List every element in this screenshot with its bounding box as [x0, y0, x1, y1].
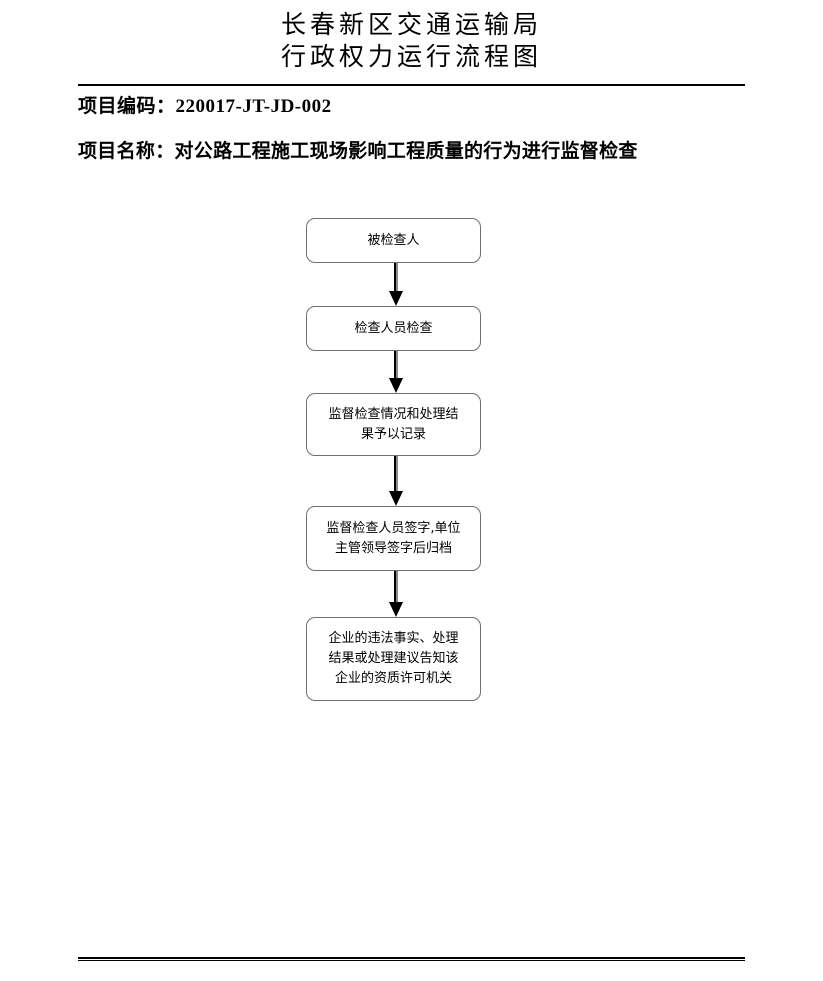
document-title-line-2: 行政权力运行流程图 [280, 44, 542, 71]
arrow-shaft [394, 456, 398, 491]
arrow-shaft [394, 263, 398, 291]
flow-node-4: 监督检查人员签字,单位 主管领导签字后归档 [306, 506, 481, 571]
flow-node-3-label: 监督检查情况和处理结 果予以记录 [328, 406, 459, 442]
flow-node-2: 检查人员检查 [306, 306, 481, 351]
flow-node-5: 企业的违法事实、处理 结果或处理建议告知该 企业的资质许可机关 [306, 617, 481, 701]
flow-node-1: 被检查人 [306, 218, 481, 263]
flow-arrow-1-to-2 [389, 263, 403, 306]
header-divider-rule [78, 84, 745, 86]
document-title-line-1: 长春新区交通运输局 [280, 12, 542, 39]
project-name-line: 项目名称：对公路工程施工现场影响工程质量的行为进行监督检查 [78, 141, 638, 162]
arrow-head-icon [389, 378, 403, 393]
arrow-shaft [394, 571, 398, 602]
footer-divider-rule [78, 957, 745, 961]
document-meta-block: 项目编码：220017-JT-JD-002 项目名称：对公路工程施工现场影响工程… [78, 90, 778, 163]
flow-arrow-3-to-4 [389, 456, 403, 506]
flow-arrow-4-to-5 [389, 571, 403, 617]
flow-node-3: 监督检查情况和处理结 果予以记录 [306, 393, 481, 456]
project-code-line: 项目编码：220017-JT-JD-002 [78, 96, 332, 117]
flow-node-5-label: 企业的违法事实、处理 结果或处理建议告知该 企业的资质许可机关 [328, 631, 459, 686]
arrow-head-icon [389, 602, 403, 617]
flow-node-4-label: 监督检查人员签字,单位 主管领导签字后归档 [326, 520, 461, 556]
arrow-shaft [394, 351, 398, 378]
document-header: 长春新区交通运输局 行政权力运行流程图 [0, 10, 823, 74]
arrow-head-icon [389, 291, 403, 306]
flow-node-1-label: 被检查人 [367, 232, 420, 248]
arrow-head-icon [389, 491, 403, 506]
flow-arrow-2-to-3 [389, 351, 403, 393]
flow-node-2-label: 检查人员检查 [354, 320, 433, 336]
